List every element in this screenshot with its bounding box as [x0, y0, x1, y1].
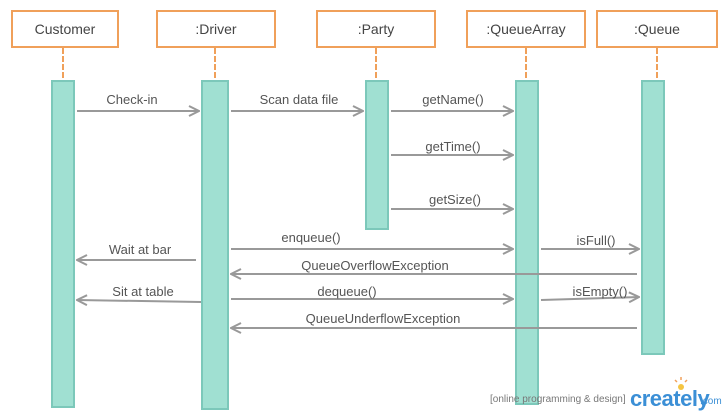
message-label-enqueue: enqueue() [281, 230, 341, 245]
lifeline-label: :Driver [195, 21, 237, 37]
lifeline-label: Customer [34, 21, 96, 37]
lifeline-header-party[interactable]: :Party [316, 10, 436, 48]
activation-bar-party[interactable] [365, 80, 389, 230]
activation-bar-customer[interactable] [51, 80, 75, 408]
lifeline-header-driver[interactable]: :Driver [156, 10, 276, 48]
message-label-getname: getName() [422, 92, 484, 107]
activation-bar-queue[interactable] [641, 80, 665, 355]
message-label-waitbar: Wait at bar [108, 242, 172, 257]
activation-bar-driver[interactable] [201, 80, 229, 410]
creately-logo-suffix: .com [700, 396, 722, 407]
lifeline-header-customer[interactable]: Customer [11, 10, 119, 48]
message-label-checkin: Check-in [106, 92, 158, 107]
lifeline-header-queuearray[interactable]: :QueueArray [466, 10, 586, 48]
lifeline-header-queue[interactable]: :Queue [596, 10, 718, 48]
message-label-gettime: getTime() [425, 139, 481, 154]
lifeline-stem-party [375, 48, 377, 78]
message-label-isempty: isEmpty() [572, 284, 628, 299]
lightbulb-icon [674, 377, 688, 390]
message-label-getsize: getSize() [428, 192, 482, 207]
message-label-underflow: QueueUnderflowException [305, 311, 461, 326]
message-label-isfull: isFull() [576, 233, 616, 248]
message-label-overflow: QueueOverflowException [301, 258, 449, 273]
lifeline-stem-queuearray [525, 48, 527, 78]
footer-caption: [online programming & design] [490, 394, 626, 405]
message-label-dequeue: dequeue() [317, 284, 377, 299]
lifeline-stem-driver [214, 48, 216, 78]
arrow-sittable[interactable] [77, 300, 202, 302]
activation-bar-queuearray[interactable] [515, 80, 539, 405]
lifeline-stem-customer [62, 48, 64, 78]
message-label-scan: Scan data file [259, 92, 339, 107]
arrow-isempty[interactable] [540, 297, 639, 300]
message-label-sittable: Sit at table [112, 284, 174, 299]
lifeline-label: :Party [357, 21, 395, 37]
lifeline-label: :Queue [634, 21, 680, 37]
lifeline-stem-queue [656, 48, 658, 78]
lifeline-label: :QueueArray [486, 21, 566, 37]
creately-logo[interactable]: creately [630, 386, 710, 411]
